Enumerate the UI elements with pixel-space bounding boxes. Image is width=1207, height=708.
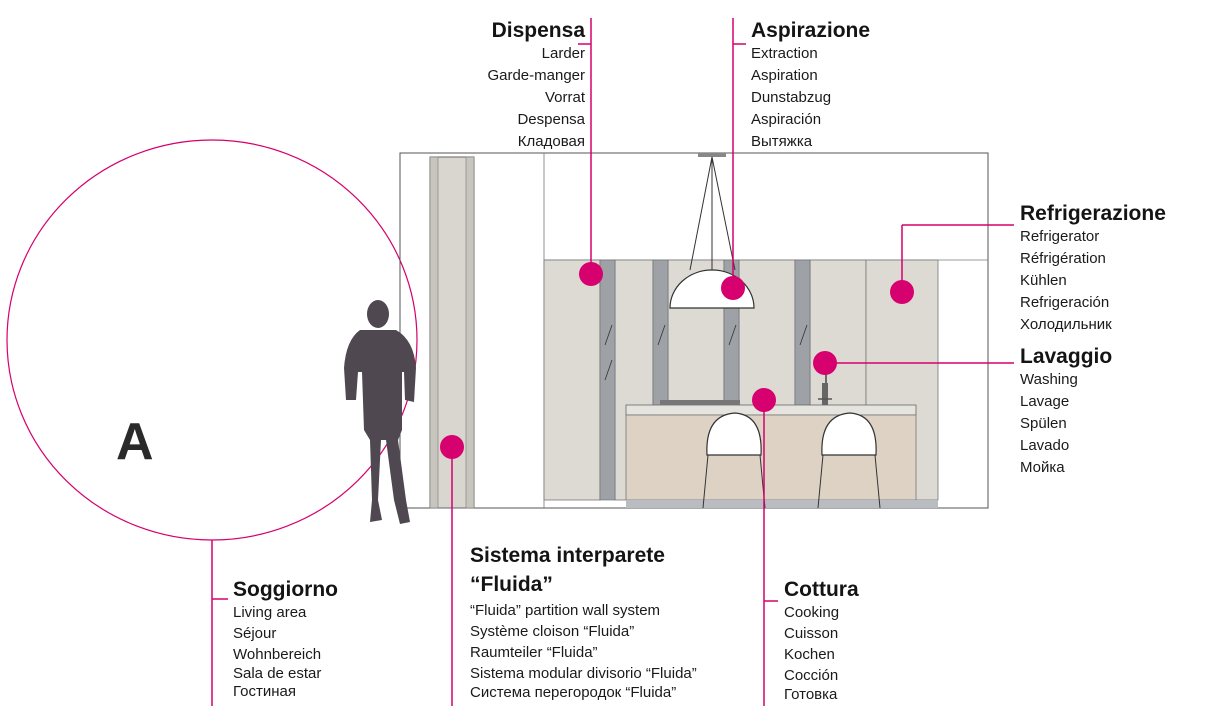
label-sub: Réfrigération <box>1020 250 1106 267</box>
label-sub: Sala de estar <box>233 665 322 682</box>
hotspot-lavaggio[interactable] <box>813 351 837 375</box>
label-sub: Aspiración <box>751 111 822 128</box>
label-lavaggio: Lavaggio Washing Lavage Spülen Lavado Мо… <box>1020 345 1112 479</box>
label-sub: Гостиная <box>233 683 296 700</box>
chair-left <box>706 412 762 456</box>
label-sub: Séjour <box>233 625 277 642</box>
label-sub: Kühlen <box>1020 272 1067 289</box>
label-soggiorno: Soggiorno Living area Séjour Wohnbereich… <box>233 578 338 701</box>
label-soggiorno-title: Soggiorno <box>233 578 338 601</box>
label-cottura: Cottura Cooking Cuisson Kochen Cocción Г… <box>784 578 859 704</box>
label-sub: Despensa <box>517 111 585 128</box>
label-sistema-title-line2: “Fluida” <box>470 573 553 596</box>
label-sub: Living area <box>233 604 307 621</box>
label-aspirazione: Aspirazione Extraction Aspiration Dunsta… <box>751 19 870 153</box>
label-sub: Cooking <box>784 604 840 621</box>
label-sub: Холодильник <box>1020 316 1112 333</box>
hotspot-cottura[interactable] <box>752 388 776 412</box>
label-sub: Aspiration <box>751 67 818 84</box>
label-sub: “Fluida” partition wall system <box>470 602 661 619</box>
hotspot-sistema[interactable] <box>440 435 464 459</box>
leader-lines <box>211 18 1014 706</box>
label-dispensa-title: Dispensa <box>491 19 585 42</box>
label-cottura-title: Cottura <box>784 578 859 601</box>
label-sub: Refrigerator <box>1020 228 1100 245</box>
hotspot-refrigerazione[interactable] <box>890 280 914 304</box>
label-sub: Sistema modular divisorio “Fluida” <box>470 665 697 682</box>
hotspot-aspirazione[interactable] <box>721 276 745 300</box>
label-sub: Washing <box>1020 371 1078 388</box>
label-sub: Готовка <box>784 686 838 703</box>
chair-right <box>821 412 877 456</box>
label-sub: Wohnbereich <box>233 646 322 663</box>
label-dispensa: Dispensa Larder Garde-manger Vorrat Desp… <box>487 19 585 153</box>
label-lavaggio-title: Lavaggio <box>1020 345 1113 368</box>
label-sub: Refrigeración <box>1020 294 1110 311</box>
label-sub: Lavage <box>1020 393 1070 410</box>
label-sistema-interparete: Sistema interparete “Fluida” “Fluida” pa… <box>470 542 697 702</box>
label-sub: Garde-manger <box>487 67 585 84</box>
label-sub: Вытяжка <box>751 133 813 150</box>
label-sistema-title-line1: Sistema interparete <box>470 544 665 567</box>
label-aspirazione-title: Aspirazione <box>751 19 871 42</box>
label-sub: Мойка <box>1020 459 1065 476</box>
hotspot-dots <box>440 262 914 459</box>
label-sub: Dunstabzug <box>751 89 832 106</box>
label-sub: Cuisson <box>784 625 839 642</box>
tall-unit-1 <box>543 259 601 501</box>
label-sub: Kochen <box>784 646 835 663</box>
label-sub: Spülen <box>1020 415 1067 432</box>
person-silhouette <box>344 300 416 524</box>
label-refrigerazione: Refrigerazione Refrigerator Réfrigératio… <box>1020 202 1166 336</box>
label-sub: Larder <box>541 45 585 62</box>
label-sub: Система перегородок “Fluida” <box>470 684 677 701</box>
label-sub: Кладовая <box>517 133 585 150</box>
label-sub: Vorrat <box>544 89 585 106</box>
label-refrigerazione-title: Refrigerazione <box>1020 202 1166 225</box>
label-sub: Cocción <box>784 667 839 684</box>
hotspot-dispensa[interactable] <box>579 262 603 286</box>
label-sub: Système cloison “Fluida” <box>470 623 635 640</box>
area-marker-letter: A <box>116 413 154 471</box>
label-sub: Lavado <box>1020 437 1070 454</box>
label-sub: Raumteiler “Fluida” <box>470 644 598 661</box>
label-sub: Extraction <box>751 45 818 62</box>
